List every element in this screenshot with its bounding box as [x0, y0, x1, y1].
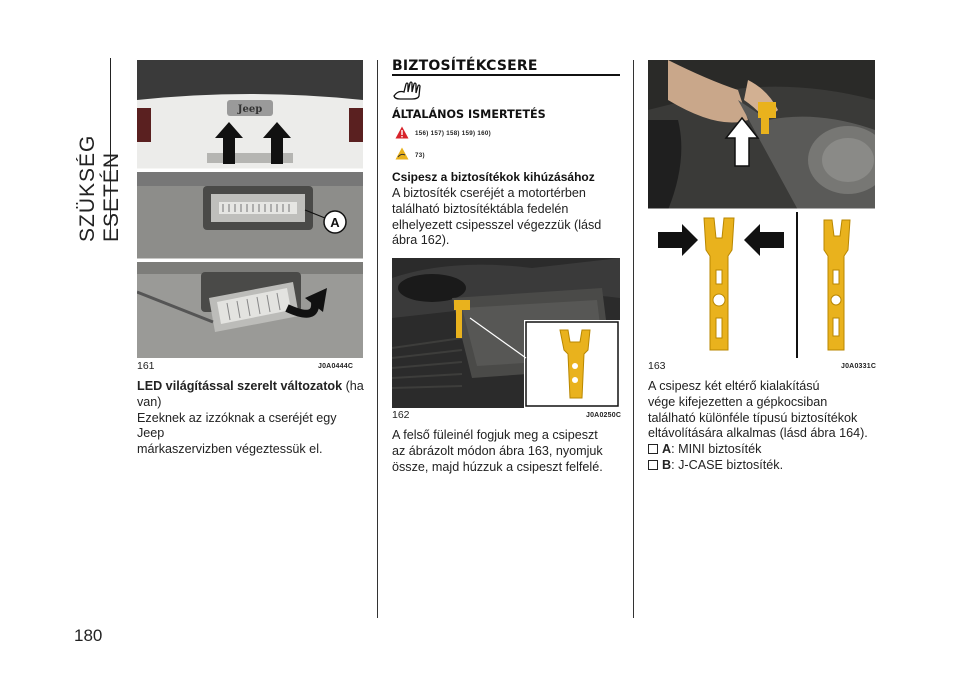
- col2-text-1: A biztosíték cseréjét a motortérben talá…: [392, 186, 624, 249]
- figure-163: [648, 60, 875, 358]
- col2-line: össze, majd húzzuk a csipeszt felfelé.: [392, 459, 603, 474]
- callout-a: A: [330, 215, 340, 230]
- col2-line: ábra 162).: [392, 233, 450, 248]
- figure-162-code: J0A0250C: [586, 412, 622, 419]
- arrow-up-icon: [263, 122, 291, 164]
- figure-163-number: 163: [648, 360, 666, 372]
- col3-line: vége kifejezetten a gépkocsiban: [648, 394, 828, 409]
- arrow-right-icon: [658, 224, 698, 256]
- warning-refs: 156) 157) 158) 159) 160): [415, 130, 491, 137]
- note-refs: 73): [415, 152, 425, 159]
- bullet-key: A: [662, 442, 672, 457]
- section-title: SZÜKSÉG ESETÉN: [76, 52, 123, 242]
- page-number: 180: [74, 626, 103, 645]
- column-divider-1: [377, 60, 378, 618]
- col3-text: A csipesz két eltérő kialakítású vége ki…: [648, 379, 888, 474]
- bullet-text: : J-CASE biztosíték.: [671, 457, 784, 472]
- col2-line: A felső füleinél fogjuk meg a csipeszt: [392, 428, 598, 442]
- figure-162-image: [392, 258, 620, 408]
- col2-line: A biztosíték cseréjét a motortérben: [392, 186, 586, 200]
- bullet-square-icon: [648, 459, 658, 470]
- note-icon: [395, 147, 409, 165]
- col3-line: található különféle típusú biztosítékok: [648, 410, 858, 425]
- arrow-curve-icon: [305, 288, 327, 312]
- col2-line: elhelyezett csipesszel végezzük (lásd: [392, 217, 602, 232]
- figure-162: [392, 258, 620, 408]
- bullet-item: B: J-CASE biztosíték.: [648, 458, 888, 474]
- column-divider-2: [633, 60, 634, 618]
- jeep-badge: Jeep: [237, 104, 262, 115]
- col1-text: LED világítással szerelt változatok (ha …: [137, 379, 367, 458]
- bullet-square-icon: [648, 444, 658, 455]
- col2-line: az ábrázolt módon ábra 163, nyomjuk: [392, 443, 603, 458]
- col3-line: A csipesz két eltérő kialakítású: [648, 379, 820, 393]
- led-heading-bold: LED világítással szerelt változatok: [137, 379, 343, 393]
- arrow-up-icon: [724, 116, 760, 167]
- col3-line: eltávolítására alkalmas (lásd ábra 164).: [648, 426, 868, 441]
- subsection-heading: ÁLTALÁNOS ISMERTETÉS: [392, 108, 546, 121]
- led-heading: LED világítással szerelt változatok (ha …: [137, 379, 367, 411]
- bullet-item: A: MINI biztosíték: [648, 442, 888, 458]
- figure-161-number: 161: [137, 360, 155, 372]
- figure-161-code: J0A0444C: [318, 363, 354, 370]
- figure-163-image: [648, 60, 875, 358]
- tweezers-subheading: Csipesz a biztosítékok kihúzásához: [392, 170, 595, 184]
- arrow-left-icon: [744, 224, 784, 256]
- section-title-text: SZÜKSÉG ESETÉN: [76, 134, 123, 242]
- section-heading: BIZTOSÍTÉKCSERE: [392, 58, 538, 74]
- bullet-text: : MINI biztosíték: [671, 442, 762, 457]
- warning-icon: [395, 126, 409, 144]
- led-heading-rest: (ha van): [137, 379, 364, 409]
- figure-162-number: 162: [392, 409, 410, 421]
- section-title-rule: [110, 58, 111, 238]
- col2-text-2: A felső füleinél fogjuk meg a csipeszt a…: [392, 428, 624, 475]
- col1-line: márkaszervizben végeztessük el.: [137, 442, 323, 457]
- arrow-up-icon: [215, 122, 243, 164]
- section-heading-rule: [392, 74, 620, 76]
- bullet-key: B: [662, 457, 672, 472]
- figure-163-code: J0A0331C: [841, 363, 877, 370]
- hand-icon: [392, 80, 428, 105]
- figure-161-image: Jeep A: [137, 60, 363, 358]
- figure-161: Jeep A: [137, 60, 363, 358]
- col2-line: található biztosítéktábla fedelén: [392, 201, 569, 216]
- col1-line: Ezeknek az izzóknak a cseréjét egy Jeep: [137, 410, 337, 441]
